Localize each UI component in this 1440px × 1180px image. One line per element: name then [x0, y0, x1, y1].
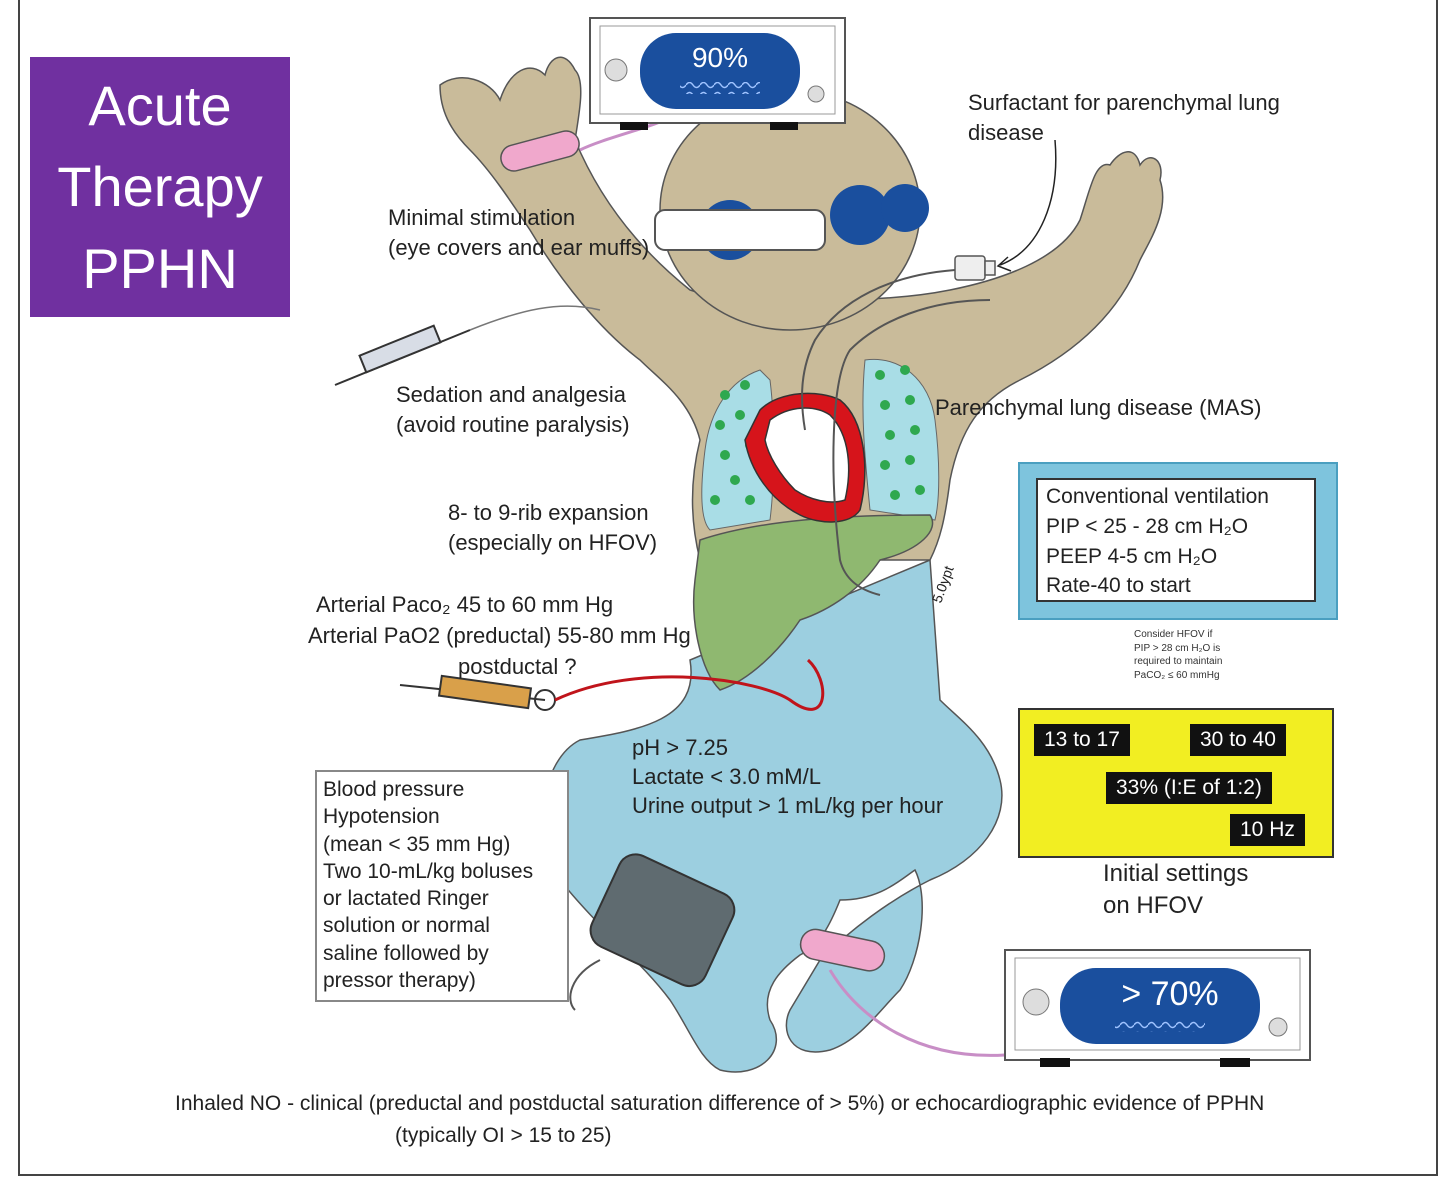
top-monitor-value: 90%	[691, 42, 749, 73]
hfov-setting-d: 10 Hz	[1230, 814, 1305, 846]
bp-line: or lactated Ringer	[323, 887, 489, 911]
blood-pressure-cuff	[569, 853, 736, 1011]
ankle-band	[799, 928, 886, 972]
bottom-monitor-cable	[828, 969, 1006, 1057]
cv-line: Conventional ventilation	[1046, 485, 1269, 508]
postductal-label: postductal ?	[458, 654, 577, 679]
diagram-frame	[18, 0, 1438, 1176]
bottom-spo2-monitor	[1004, 949, 1311, 1067]
bp-line: saline followed by	[323, 941, 489, 965]
top-spo2-monitor	[589, 17, 846, 130]
typically-oi-label: (typically OI > 15 to 25)	[395, 1124, 612, 1147]
endotracheal-tube	[801, 269, 991, 596]
lactate-label: Lactate < 3.0 mM/L	[632, 764, 821, 789]
rib-expansion-label: 8- to 9-rib expansion(especially on HFOV…	[448, 500, 658, 555]
arterial-line	[554, 658, 825, 711]
parenchymal-label: Parenchymal lung disease (MAS)	[935, 395, 1262, 420]
et-tube-connector	[954, 255, 996, 281]
blood-pressure-box: Blood pressure Hypotension (mean < 35 mm…	[315, 770, 569, 1002]
urine-output-label: Urine output > 1 mL/kg per hour	[632, 793, 944, 818]
ph-label: pH > 7.25	[632, 735, 729, 760]
top-monitor-cable	[579, 120, 661, 152]
title-line-1: Acute	[88, 74, 232, 138]
eye-cover	[654, 209, 826, 251]
title-box: Acute Therapy PPHN	[30, 57, 290, 317]
hfov-setting-b: 30 to 40	[1190, 724, 1286, 756]
hfov-setting-a: 13 to 17	[1034, 724, 1130, 756]
bp-line: Blood pressure	[323, 778, 465, 801]
surfactant-arrow	[996, 139, 1057, 272]
minimal-stimulation-label: Minimal stimulation(eye covers and ear m…	[388, 205, 650, 260]
bp-line: (mean < 35 mm Hg)	[323, 832, 511, 856]
conventional-ventilation-panel: Conventional ventilation PIP < 25 - 28 c…	[1018, 462, 1338, 620]
hfov-setting-c: 33% (I:E of 1:2)	[1106, 772, 1272, 804]
bp-line: Two 10-mL/kg boluses	[323, 859, 534, 883]
cv-line: PEEP 4-5 cm H₂O	[1046, 544, 1218, 568]
cv-line: PIP < 25 - 28 cm H₂O	[1046, 514, 1249, 538]
inhaled-no-label: Inhaled NO - clinical (preductal and pos…	[175, 1092, 1265, 1115]
bp-line: pressor therapy)	[323, 969, 476, 993]
title-line-3: PPHN	[82, 236, 238, 300]
bp-line: solution or normal	[323, 914, 490, 938]
sedation-syringe	[334, 305, 601, 386]
right-lung	[862, 358, 940, 521]
right-wrist-band	[500, 130, 580, 172]
bp-line: Hypotension	[323, 805, 440, 829]
title-line-2: Therapy	[57, 155, 263, 219]
sedation-label: Sedation and analgesia(avoid routine par…	[396, 382, 630, 437]
arterial-pao2-label: Arterial PaO2 (preductal) 55-80 mm Hg	[308, 623, 691, 648]
bottom-monitor-value: > 70%	[1121, 975, 1219, 1013]
hfov-settings-panel: 13 to 17 30 to 40 33% (I:E of 1:2) 10 Hz	[1018, 708, 1334, 858]
arterial-paco2-label: Arterial Paco₂ 45 to 60 mm Hg	[316, 592, 614, 617]
cv-line: Rate-40 to start	[1046, 574, 1191, 598]
arterial-syringe	[399, 674, 556, 711]
conventional-ventilation-list: Conventional ventilation PIP < 25 - 28 c…	[1036, 478, 1316, 602]
